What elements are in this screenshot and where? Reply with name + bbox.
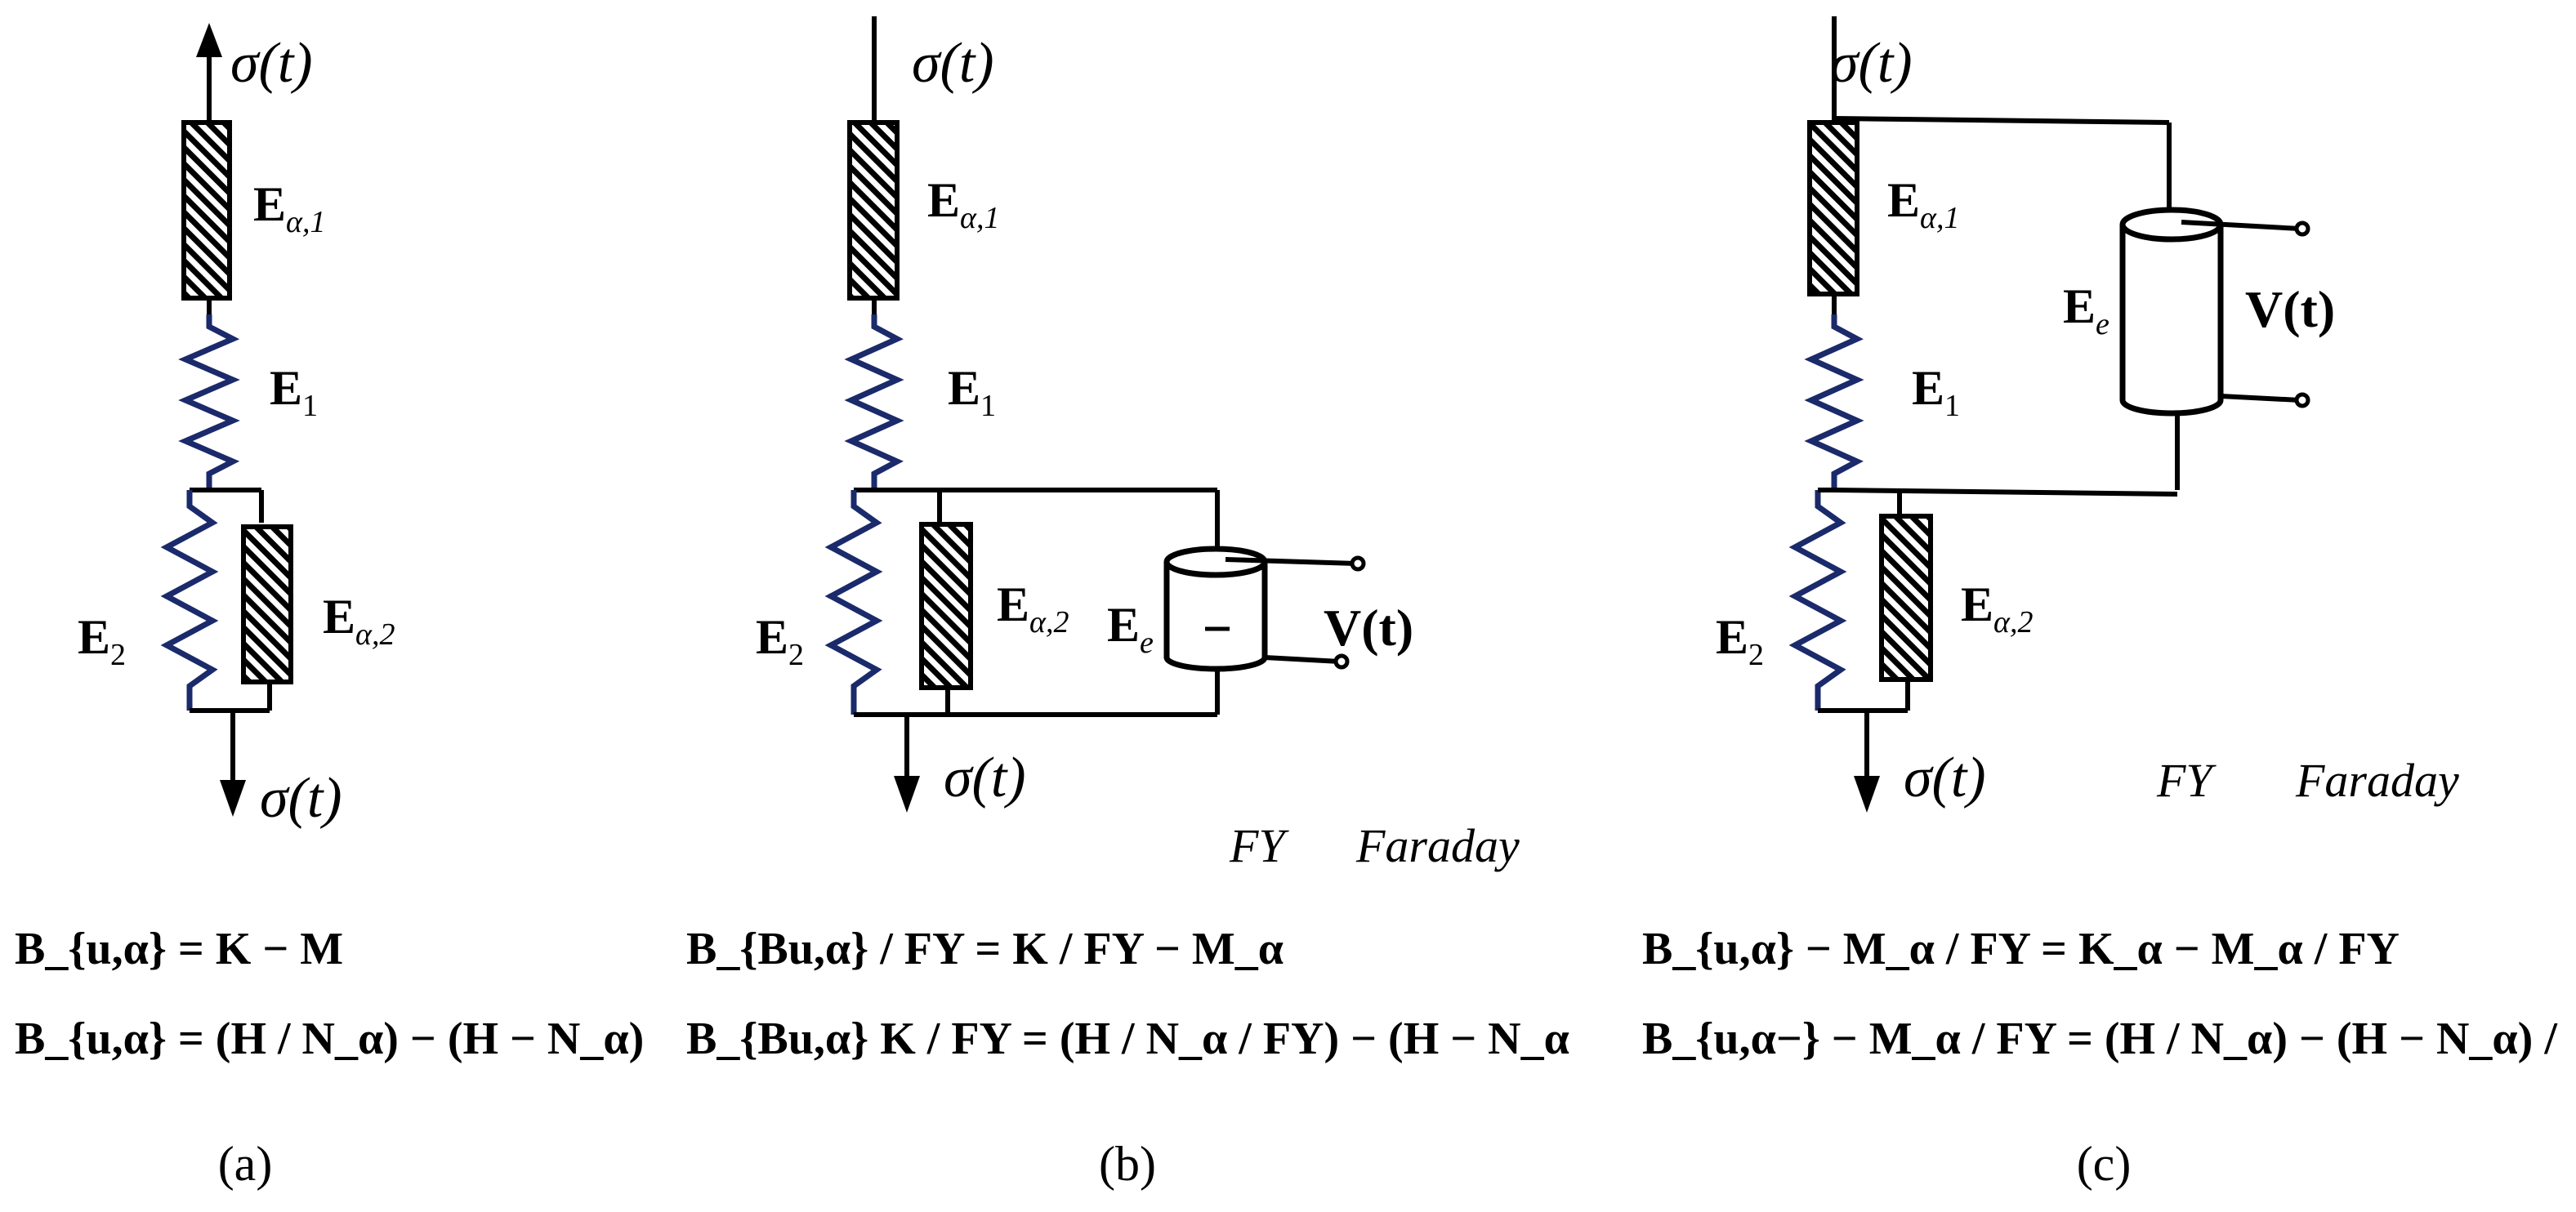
panel-b-spring-2-label: E2 [756,610,804,672]
panel-c-cylinder-element [2119,207,2224,417]
panel-c-spring-2 [1788,490,1847,711]
panel-c-spring-2-label: E2 [1716,610,1764,672]
panel-c-element-label: Ee [2063,279,2109,341]
panel-c-voltage-label: V(t) [2245,280,2335,338]
panel-c-faraday: Faraday [2295,754,2459,807]
panel-b-dashpot-1 [847,120,900,301]
panel-b-sigma-top: σ(t) [912,32,994,95]
panel-a-dashpot-1-label: Eα,1 [253,177,325,239]
panel-a-equation-2: B_{u,α} = (H / N_α) − (H − N_α) [15,1014,644,1064]
panel-c-spring-1 [1804,314,1864,490]
panel-c-dashpot-2 [1879,514,1933,682]
panel-a-caption: (a) [218,1137,273,1191]
panel-b-caption: (b) [1099,1137,1156,1191]
panel-b-spring-2 [824,490,883,715]
panel-b-equation-1: B_{Bu,α} / FY = K / FY − M_α [686,924,1284,974]
panel-a-spring-2 [160,490,219,711]
panel-b-spring-1 [844,314,904,490]
panel-b-cylinder-element [1163,546,1268,672]
panel-c-equation-1: B_{u,α} − M_α / FY = K_α − M_α / FY [1642,924,2400,974]
panel-c-spring-1-label: E1 [1912,361,1960,423]
panel-b-spring-1-label: E1 [948,361,996,423]
panel-c-dashpot-1 [1807,120,1859,296]
panel-b-fy: FY [1229,819,1289,872]
panel-a: σ(t) Eα,1 E1 E2 Eα,2 σ(t) B_{u,α} = K − … [15,23,644,1191]
panel-b-element-label: Ee [1107,598,1154,660]
panel-c-sigma-bottom: σ(t) [1904,746,1986,809]
panel-a-dashpot-2 [241,524,293,684]
panel-c-dashpot-2-label: Eα,2 [1961,577,2033,639]
panel-a-equation-1: B_{u,α} = K − M [15,924,343,974]
panel-c-sigma-top: σ(t) [1830,32,1913,95]
panel-b-dashpot-1-label: Eα,1 [927,173,999,235]
panel-a-spring-2-label: E2 [78,610,126,672]
panel-a-sigma-bottom: σ(t) [260,767,342,830]
panel-c-dashpot-1-label: Eα,1 [1887,173,1959,235]
panel-b-dashpot-2 [919,522,973,690]
panel-b-dashpot-2-label: Eα,2 [997,577,1069,639]
panel-b-faraday: Faraday [1355,819,1520,872]
panel-c-equation-2: B_{u,α−} − M_α / FY = (H / N_α) − (H − N… [1642,1014,2558,1064]
panel-c-fy: FY [2156,754,2217,807]
panel-b: σ(t) Eα,1 E1 E2 Eα,2 Ee V(t) σ(t) [686,16,1569,1191]
panel-b-sigma-bottom: σ(t) [944,746,1026,809]
panel-c-caption: (c) [2077,1137,2132,1191]
panel-b-voltage-label: V(t) [1324,599,1413,657]
panel-c: σ(t) Eα,1 E1 Ee V(t) E2 Eα,2 [1642,16,2558,1191]
panel-a-dashpot-1 [181,120,232,301]
panel-a-spring-1 [178,314,240,490]
panel-b-equation-2: B_{Bu,α} K / FY = (H / N_α / FY) − (H − … [686,1014,1569,1064]
panel-a-sigma-top: σ(t) [230,32,313,95]
panel-a-dashpot-2-label: Eα,2 [323,590,395,652]
panel-a-spring-1-label: E1 [270,361,318,423]
